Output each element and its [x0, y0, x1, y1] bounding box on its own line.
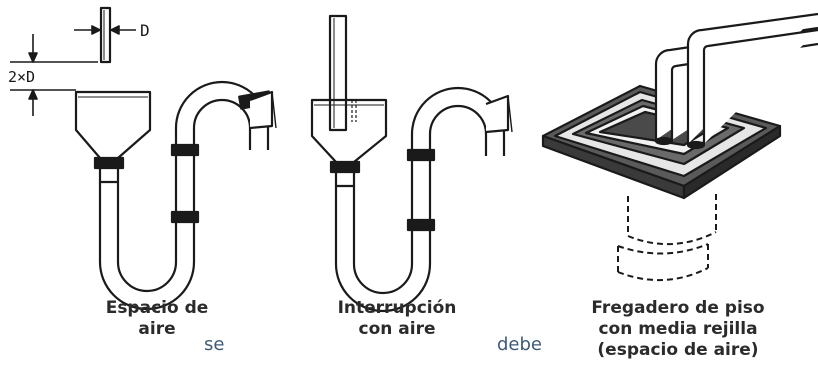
- connector-text-debe: debe: [497, 334, 542, 355]
- dimension-d-label: D: [140, 21, 150, 40]
- caption-air-gap-line-2: aire: [138, 319, 176, 339]
- air-gap-funnel: [74, 90, 152, 184]
- caption-floor-sink-line-1: Fregadero de piso: [591, 298, 765, 318]
- caption-floor-sink: Fregadero de piso con media rejilla (esp…: [578, 298, 778, 361]
- floor-sink-pipes: [654, 12, 818, 150]
- air-break-supply-pipe: [328, 14, 357, 132]
- connector-text-se: se: [204, 334, 225, 355]
- dimension-2xd-lines: [10, 34, 98, 116]
- caption-air-gap-line-1: Espacio de: [105, 298, 209, 318]
- caption-air-gap: Espacio de aire: [92, 298, 222, 340]
- supply-pipe: [99, 6, 112, 64]
- air-gap-drawing: D 2×D: [8, 6, 277, 311]
- floor-sink-drawing: [541, 12, 818, 281]
- air-break-p-trap: [334, 86, 513, 313]
- dimension-d-arrows: [74, 25, 136, 35]
- caption-floor-sink-line-2: con media rejilla: [598, 319, 758, 339]
- dimension-2xd-label: 2×D: [8, 68, 35, 86]
- caption-floor-sink-line-3: (espacio de aire): [597, 340, 759, 360]
- floor-sink-body: [617, 194, 717, 281]
- air-gap-p-trap: [98, 80, 277, 311]
- air-break-funnel: [310, 98, 388, 188]
- caption-air-break-line-1: Interrupción: [337, 298, 457, 318]
- caption-air-break: Interrupción con aire: [322, 298, 472, 340]
- air-break-drawing: [310, 14, 513, 313]
- caption-air-break-line-2: con aire: [358, 319, 436, 339]
